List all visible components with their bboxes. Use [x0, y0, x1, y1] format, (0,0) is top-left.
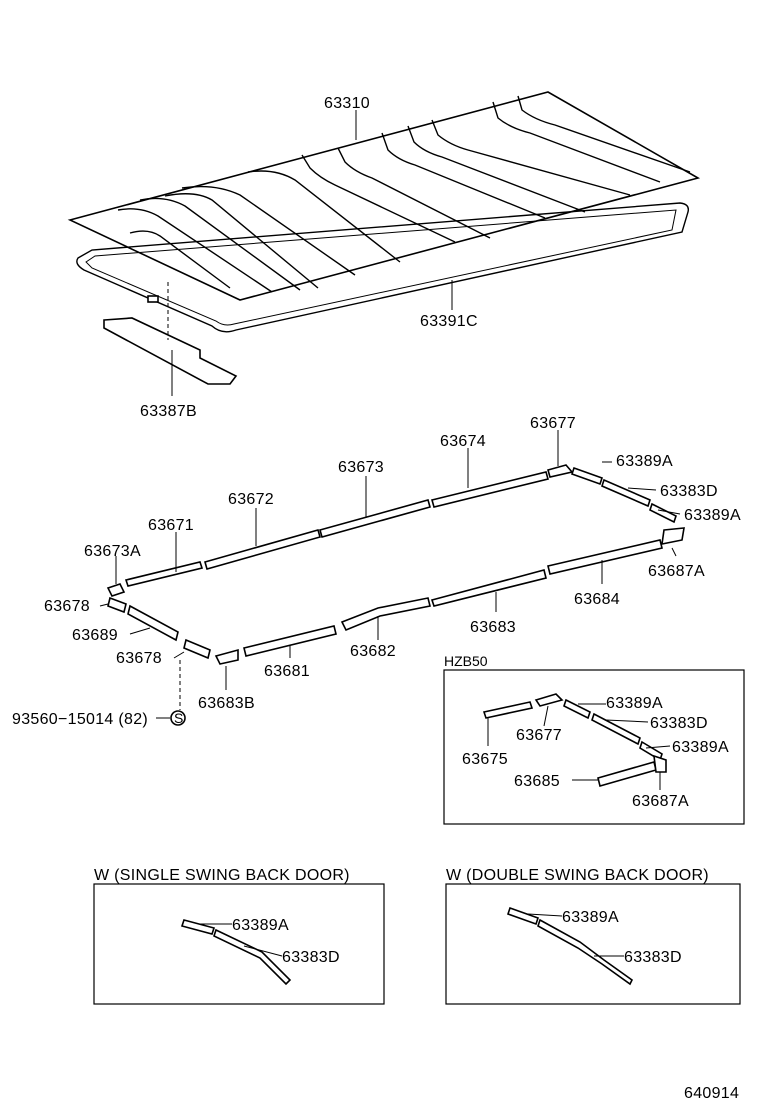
- rail-63383d: [601, 478, 651, 508]
- label-63387b: 63387B: [140, 403, 197, 420]
- rail-63684: [547, 539, 663, 575]
- single-door-box: [93, 883, 385, 1005]
- rail-63672: [204, 529, 321, 570]
- label-63678-upper: 63678: [44, 598, 90, 615]
- hzb50-label-63685: 63685: [514, 773, 560, 790]
- label-63383d: 63383D: [660, 483, 718, 500]
- label-63673: 63673: [338, 459, 384, 476]
- label-63684: 63684: [574, 591, 620, 608]
- label-63310: 63310: [324, 95, 370, 112]
- headlining-sheet: [67, 91, 701, 301]
- double-door-title: W (DOUBLE SWING BACK DOOR): [446, 867, 709, 884]
- hzb50-label-63687a: 63687A: [632, 793, 689, 810]
- rail-63683b: [214, 648, 239, 665]
- rail-63674: [431, 471, 549, 508]
- label-63389a-1: 63389A: [616, 453, 673, 470]
- label-63683b: 63683B: [198, 695, 255, 712]
- label-63681: 63681: [264, 663, 310, 680]
- hzb50-label-63383d: 63383D: [650, 715, 708, 732]
- rail-63673a: [106, 583, 126, 597]
- single-door-label-63383d: 63383D: [282, 949, 340, 966]
- single-door-label-63389a: 63389A: [232, 917, 289, 934]
- roof-headlining-assembly: [67, 91, 701, 385]
- label-63677: 63677: [530, 415, 576, 432]
- label-63671: 63671: [148, 517, 194, 534]
- figure-code: 640914: [684, 1085, 739, 1102]
- rail-63677: [547, 464, 574, 478]
- double-door-label-63383d: 63383D: [624, 949, 682, 966]
- hzb50-label-63675: 63675: [462, 751, 508, 768]
- single-door-title: W (SINGLE SWING BACK DOOR): [94, 867, 350, 884]
- rail-63673: [319, 499, 431, 538]
- single-door-parts: [180, 919, 292, 986]
- hzb50-parts: [482, 693, 667, 787]
- headlining-frame: [76, 202, 690, 333]
- rail-63689: [127, 604, 179, 642]
- bolt-symbol-letter: S: [174, 710, 183, 726]
- rail-frame-assembly: [106, 464, 685, 710]
- label-63682: 63682: [350, 643, 396, 660]
- label-63672: 63672: [228, 491, 274, 508]
- label-63674: 63674: [440, 433, 486, 450]
- double-door-box: [445, 883, 741, 1005]
- hzb50-label-63389a-2: 63389A: [672, 739, 729, 756]
- double-door-parts: [506, 906, 634, 986]
- hzb50-box: [443, 669, 745, 825]
- label-63391c: 63391C: [420, 313, 478, 330]
- rail-63682: [340, 597, 431, 632]
- headlining-pad: [103, 317, 238, 385]
- headlining-support-wires: [117, 95, 691, 293]
- bolt-symbol: [170, 710, 186, 726]
- rail-63678-lower: [183, 638, 211, 660]
- rail-63389a-upper: [570, 466, 604, 486]
- label-bolt: 93560−15014 (82): [12, 711, 148, 728]
- label-63678-lower: 63678: [116, 650, 162, 667]
- label-63389a-2: 63389A: [684, 507, 741, 524]
- rail-63683: [430, 569, 547, 607]
- hzb50-label-63389a-1: 63389A: [606, 695, 663, 712]
- rail-63687a: [661, 527, 685, 546]
- rail-63678-upper: [107, 596, 127, 614]
- hzb50-label-63677: 63677: [516, 727, 562, 744]
- hzb50-title: HZB50: [444, 653, 488, 669]
- label-63687a: 63687A: [648, 563, 705, 580]
- label-63689: 63689: [72, 627, 118, 644]
- rail-63671: [124, 561, 204, 587]
- rail-63681: [243, 625, 337, 657]
- double-door-label-63389a: 63389A: [562, 909, 619, 926]
- label-63673a: 63673A: [84, 543, 141, 560]
- label-63683: 63683: [470, 619, 516, 636]
